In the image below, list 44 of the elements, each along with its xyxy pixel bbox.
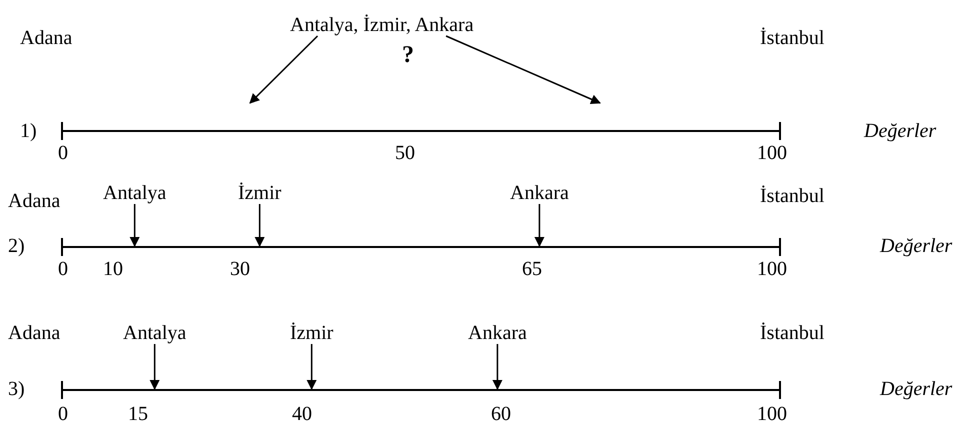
arrow (306, 344, 317, 390)
city-label: Antalya (123, 322, 186, 344)
city-label: İzmir (238, 182, 282, 204)
scale-label: Adana (8, 322, 60, 344)
question-mark: ? (402, 44, 414, 66)
scale-label: 30 (230, 258, 250, 280)
arrow (446, 35, 601, 104)
arrow (130, 204, 140, 247)
city-label: Ankara (510, 182, 569, 204)
arrow (492, 344, 502, 390)
arrow (534, 204, 544, 247)
number-line (62, 130, 780, 132)
scale-label: 40 (292, 403, 312, 425)
city-label: Ankara (468, 322, 527, 344)
scale-label: 50 (395, 142, 415, 164)
scale-label: 10 (103, 258, 123, 280)
scale-label: 0 (58, 403, 68, 425)
arrow (254, 204, 265, 247)
scale-label: 1) (20, 120, 37, 142)
city-label: Antalya (103, 182, 166, 204)
scale-label: 60 (491, 403, 511, 425)
number-line (62, 389, 780, 391)
scale-label: 15 (128, 403, 148, 425)
scale-label: 0 (58, 142, 68, 164)
scale-label: 0 (58, 258, 68, 280)
scale-label: Adana (20, 27, 72, 49)
scale-label: 2) (8, 235, 25, 257)
scale-label: 65 (522, 258, 542, 280)
number-line (62, 246, 780, 248)
axis-label: Değerler (880, 235, 952, 257)
arrow (150, 344, 160, 390)
arrow (249, 35, 318, 104)
city-label: İzmir (290, 322, 334, 344)
scale-label: 100 (757, 142, 787, 164)
scale-label: 100 (757, 403, 787, 425)
scale-label: Adana (8, 190, 60, 212)
scale-label: İstanbul (760, 322, 824, 344)
scale-label: 100 (757, 258, 787, 280)
scale-label: İstanbul (760, 27, 824, 49)
scale-label: İstanbul (760, 185, 824, 207)
axis-label: Değerler (880, 378, 952, 400)
axis-label: Değerler (864, 120, 936, 142)
scale-label: 3) (8, 378, 25, 400)
city-label: Antalya, İzmir, Ankara (290, 14, 474, 36)
